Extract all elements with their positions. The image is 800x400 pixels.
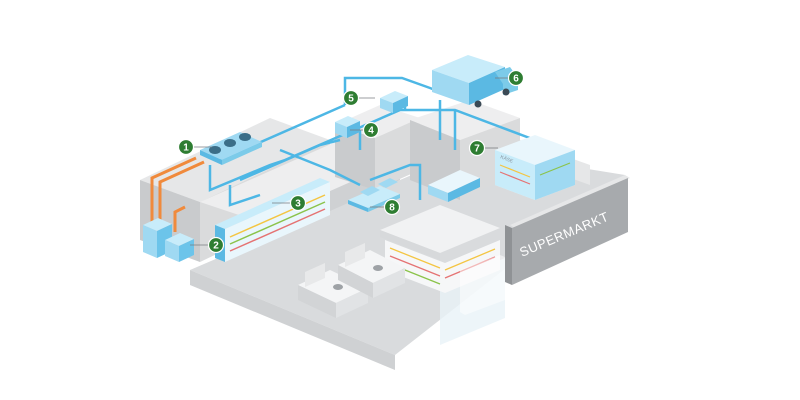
- cheese-counter-icon: [468, 139, 486, 157]
- refrigerated-shelf-icon: [289, 194, 307, 212]
- front-wall-top: [510, 175, 630, 228]
- badge-number: 3: [295, 199, 301, 210]
- evaporator-unit-5: [380, 91, 408, 113]
- refrigerated-truck: [432, 55, 518, 108]
- badge-number: 6: [513, 74, 519, 85]
- hot-pipe-2: [158, 160, 205, 225]
- compressor-rack: [143, 218, 194, 262]
- badge-6: 6: [507, 69, 525, 87]
- product-shelves: [380, 205, 505, 315]
- front-wall-edge: [505, 225, 512, 285]
- evaporator-unit-4: [335, 116, 360, 138]
- condenser-unit: [200, 132, 262, 165]
- coldroom-front: [335, 125, 375, 190]
- badge-number: 4: [368, 126, 374, 137]
- hot-pipe-3: [173, 205, 186, 232]
- roof-left: [140, 118, 330, 202]
- front-wall: [512, 178, 628, 285]
- coldroom-side: [375, 118, 420, 190]
- cooling-pipes: [208, 76, 536, 207]
- cheese-counter: KÄSE: [428, 135, 575, 202]
- badge-3: 3: [289, 194, 307, 212]
- badge-7: 7: [468, 139, 486, 157]
- badge-number: 1: [183, 143, 189, 154]
- hot-pipe-1: [150, 156, 197, 222]
- badge-1: 1: [177, 138, 195, 156]
- badge-layer: 1 2 3 4 5 6 7 8: [177, 69, 525, 254]
- refrigerated-truck-icon: [507, 69, 525, 87]
- badge-number: 2: [213, 241, 219, 252]
- freezer-island-icon: [383, 198, 401, 216]
- badge-4: 4: [362, 121, 380, 139]
- freezer-island: [348, 178, 400, 212]
- badge-5: 5: [342, 89, 360, 107]
- badge-2: 2: [207, 236, 225, 254]
- condenser-unit-icon: [177, 138, 195, 156]
- badge-number: 8: [389, 203, 395, 214]
- leader-lines: [190, 77, 510, 246]
- badge-number: 5: [348, 94, 354, 105]
- badge-8: 8: [383, 198, 401, 216]
- evaporator-icon: [342, 89, 360, 107]
- badge-number: 7: [474, 144, 480, 155]
- storage-top: [410, 100, 520, 140]
- compressor-rack-icon: [207, 236, 225, 254]
- evaporator-icon: [362, 121, 380, 139]
- checkout-counters: [298, 243, 405, 318]
- cheese-counter-sign: KÄSE: [499, 153, 515, 165]
- floor-shadow-left: [190, 270, 395, 370]
